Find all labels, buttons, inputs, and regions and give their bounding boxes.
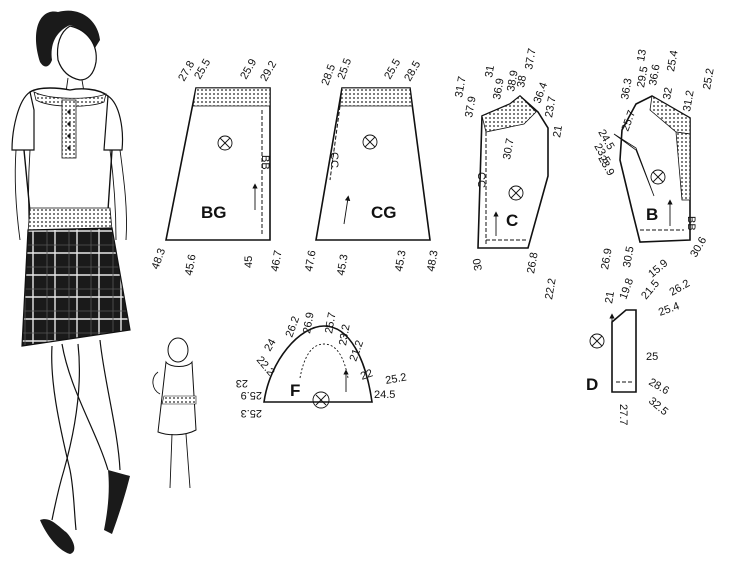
- measure-c-9: 23.7: [543, 95, 559, 118]
- fold-mark-c: CC: [475, 172, 487, 188]
- measure-c-2: 37.9: [463, 95, 479, 118]
- measure-cg-6: 45.3: [335, 253, 351, 276]
- measure-b-12: 23.9: [595, 154, 616, 179]
- measure-f-1: 24: [262, 337, 279, 354]
- measure-c-7: 37.7: [523, 47, 539, 70]
- piece-d: D 21 19.8 15.9 21.5 26.2 25.4 25 28.6 27…: [586, 257, 692, 425]
- measure-f-10: 23: [236, 377, 248, 389]
- measure-b-1: 36.3: [619, 77, 635, 100]
- measure-bg-6: 45.6: [183, 253, 199, 276]
- measure-c-3: 36.9: [491, 77, 507, 100]
- measure-cg-7: 45.3: [393, 249, 409, 272]
- piece-name-cg: CG: [371, 203, 397, 222]
- measure-d-8: 28.6: [647, 376, 672, 397]
- measure-b-2: 29.5: [635, 65, 651, 88]
- measure-d-4: 21.5: [639, 278, 662, 302]
- measure-b-5: 25.4: [665, 49, 681, 72]
- measure-f-4: 25.7: [323, 311, 339, 334]
- measure-c-13: 26.8: [525, 251, 541, 274]
- back-view-figure: [152, 337, 197, 489]
- piece-name-c: C: [506, 211, 518, 230]
- measure-c-10: 30.7: [501, 137, 517, 160]
- measure-cg-4: 28.5: [402, 59, 423, 84]
- measure-f-7: 22.2: [254, 354, 277, 378]
- measure-bg-2: 25.5: [192, 57, 213, 82]
- measure-c-1: 31.7: [453, 75, 469, 98]
- measure-b-4: 36.6: [647, 63, 663, 86]
- measure-d-9: 27.7: [617, 404, 629, 425]
- measure-bg-7: 45: [243, 256, 255, 268]
- fold-mark-bg: BB: [259, 155, 271, 170]
- measure-c-4: 31: [483, 64, 497, 78]
- measure-cg-8: 48.3: [425, 249, 441, 272]
- measure-b-14: 26.9: [599, 247, 615, 270]
- measure-bg-4: 29.2: [258, 59, 279, 84]
- measure-b-7: 31.2: [681, 89, 697, 112]
- measure-f-12: 25.3: [241, 407, 262, 419]
- measure-c-5: 38.9: [505, 69, 521, 92]
- measure-f-6: 21.2: [348, 339, 367, 363]
- measure-c-14: 22.2: [543, 277, 559, 300]
- measure-f-5: 23.2: [337, 323, 353, 346]
- measure-d-3: 15.9: [646, 257, 670, 280]
- measure-d-6: 25.4: [657, 300, 681, 319]
- measure-bg-8: 46.7: [269, 249, 285, 272]
- measure-bg-3: 25.9: [238, 57, 259, 82]
- measure-b-15: 30.6: [688, 235, 709, 260]
- measure-c-12: 30: [471, 257, 485, 271]
- measure-cg-5: 47.6: [303, 249, 319, 272]
- piece-bg: BG BB 27.8 25.5 25.9 29.2 48.3 45.6 45 4…: [150, 57, 285, 277]
- measure-b-3: 13: [635, 48, 649, 62]
- measure-f-13: 24.5: [374, 389, 395, 401]
- piece-name-bg: BG: [201, 203, 227, 222]
- piece-f: F 24 26.2 26.9 25.7 23.2 21.2 22.2 22 25…: [236, 311, 408, 419]
- piece-c: C CC 31.7 37.9 36.9 31 38.9 38 37.7 36.4…: [453, 47, 565, 300]
- measure-b-9: 25.7: [620, 109, 639, 133]
- measure-f-8: 22: [359, 367, 375, 382]
- piece-name-d: D: [586, 375, 598, 394]
- measure-b-13: 30.5: [621, 245, 637, 268]
- fold-mark-b: BB: [685, 216, 697, 231]
- measure-bg-5: 48.3: [150, 247, 169, 271]
- measure-d-2: 19.8: [618, 277, 637, 301]
- measure-c-11: 21: [551, 124, 565, 138]
- measure-cg-2: 25.5: [336, 57, 355, 81]
- piece-cg: CG CC 28.5 25.5 25.5 28.5 47.6 45.3 45.3…: [303, 57, 441, 277]
- measure-cg-3: 25.5: [382, 57, 403, 82]
- measure-f-9: 25.2: [384, 371, 407, 387]
- measure-f-3: 26.9: [301, 311, 317, 334]
- piece-name-b: B: [646, 205, 658, 224]
- woman-illustration: [11, 10, 131, 554]
- measure-d-7: 25: [646, 351, 658, 363]
- measure-d-10: 32.5: [646, 395, 670, 418]
- piece-name-f: F: [290, 381, 300, 400]
- fold-mark-cg: CC: [328, 152, 340, 168]
- measure-b-8: 25.2: [701, 67, 717, 90]
- measure-d-1: 21: [603, 290, 617, 304]
- measure-f-11: 25.9: [241, 389, 262, 401]
- measure-b-6: 32: [661, 86, 675, 100]
- measure-c-6: 38: [515, 74, 529, 88]
- measure-d-5: 26.2: [668, 277, 693, 298]
- piece-b: B BB 36.3 29.5 13 36.6 25.4 32 31.2 25.2…: [591, 48, 716, 270]
